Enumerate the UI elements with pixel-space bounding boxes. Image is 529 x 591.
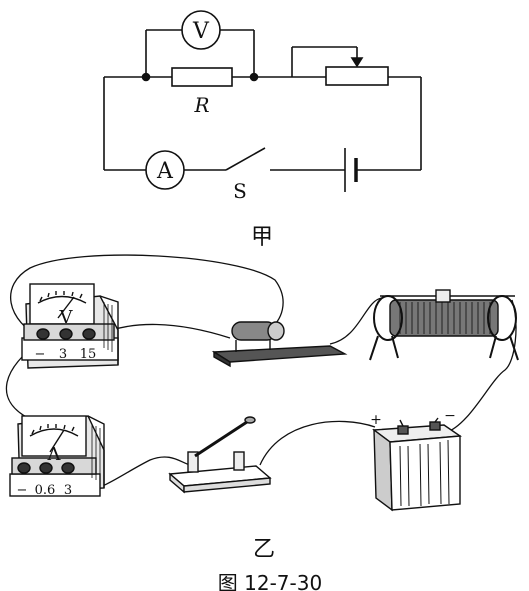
voltmeter-symbol-label: V xyxy=(192,19,210,44)
ammeter-device-label: A xyxy=(47,444,62,465)
rheostat-device xyxy=(369,289,519,361)
ammeter-terminal-3: 3 xyxy=(64,483,72,498)
rheostat-body xyxy=(325,66,389,86)
voltmeter-symbol-circle xyxy=(181,10,221,50)
voltmeter-terminal-3: 3 xyxy=(59,347,67,362)
wire-resistor-to-rheostat xyxy=(329,297,383,345)
switch-label: S xyxy=(233,179,247,203)
battery-minus-label: − xyxy=(444,408,456,424)
battery-plus-label: + xyxy=(370,412,382,428)
resistor-r xyxy=(171,67,233,87)
voltmeter-terminal-15: 15 xyxy=(80,347,97,362)
circuit-diagram xyxy=(103,10,422,192)
voltmeter-terminal-minus: − xyxy=(35,347,46,362)
caption-yi: 乙 xyxy=(253,537,275,562)
ammeter-terminal-0-6: 0.6 xyxy=(35,483,56,498)
caption-jia: 甲 xyxy=(251,225,273,250)
switch-s-lever xyxy=(225,147,266,171)
figure-caption: 图 12-7-30 xyxy=(218,571,322,591)
voltmeter-device xyxy=(21,283,119,369)
ammeter-symbol-label: A xyxy=(156,159,174,184)
voltmeter-device-label: V xyxy=(59,307,74,328)
junction-dot xyxy=(249,72,259,82)
battery-device xyxy=(372,417,463,512)
rheostat-arrow xyxy=(350,57,364,68)
ammeter-device xyxy=(9,415,105,497)
junction-dot xyxy=(141,72,151,82)
switch-device xyxy=(168,416,272,494)
wire-voltmeter-to-resistor xyxy=(10,254,284,341)
wire-switch-to-battery xyxy=(259,420,376,466)
resistor-device xyxy=(211,321,348,368)
resistor-label: R xyxy=(193,93,209,117)
ammeter-terminal-minus: − xyxy=(17,483,28,498)
